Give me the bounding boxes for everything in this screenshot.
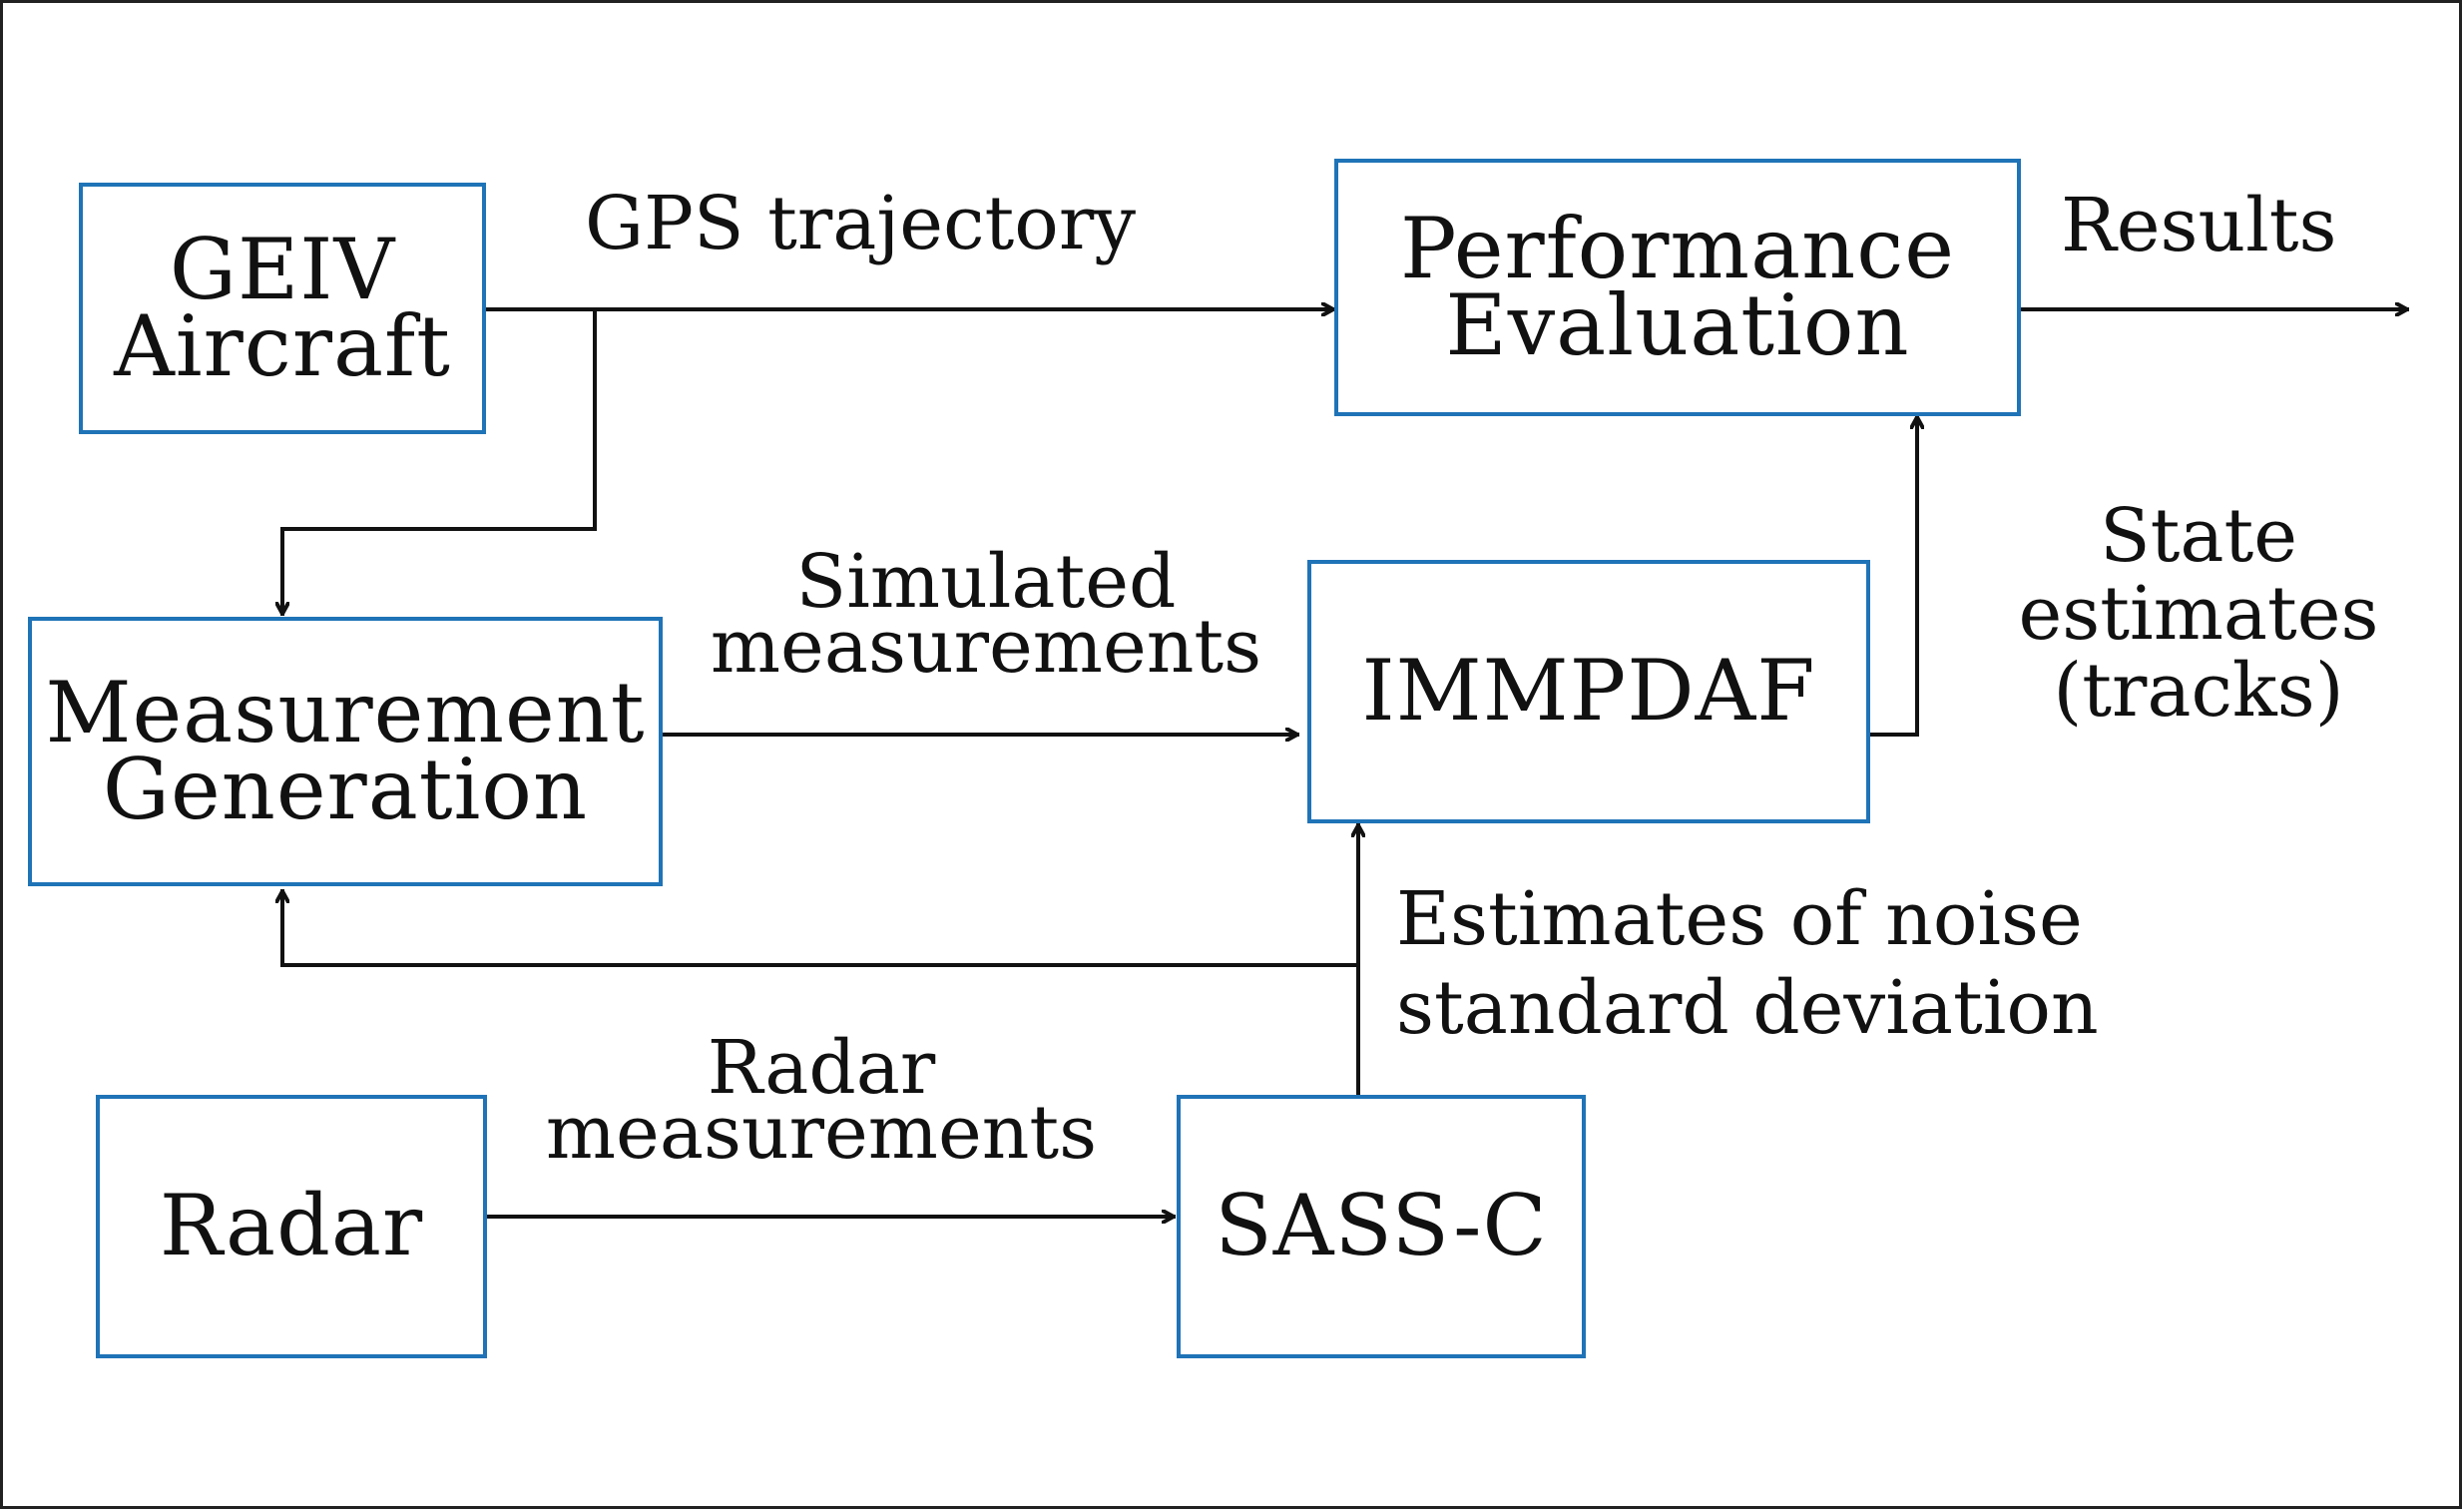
node-radar: Radar bbox=[96, 1095, 487, 1358]
label-gps-trajectory: GPS trajectory bbox=[585, 187, 1136, 260]
label-results-text: Results bbox=[2061, 183, 2337, 268]
label-state-line3: (tracks) bbox=[2053, 648, 2344, 735]
label-noise-line2: standard deviation bbox=[1396, 964, 2099, 1051]
node-immpdaf-line1: IMMPDAF bbox=[1361, 642, 1816, 741]
label-state-line1: State bbox=[2099, 493, 2298, 579]
node-performance-line2: Evaluation bbox=[1445, 276, 1910, 374]
node-performance-line1: Performance bbox=[1399, 199, 1955, 297]
node-measurement-line2: Generation bbox=[102, 741, 589, 838]
label-state-estimates: State estimates (tracks) bbox=[1999, 493, 2398, 735]
label-gps-trajectory-text: GPS trajectory bbox=[585, 181, 1137, 266]
node-measurement-generation: Measurement Generation bbox=[28, 617, 663, 886]
node-immpdaf: IMMPDAF bbox=[1307, 560, 1870, 823]
label-noise-line1: Estimates of noise bbox=[1396, 876, 2083, 962]
label-state-line2: estimates bbox=[2018, 570, 2379, 657]
node-geiv-aircraft: GEIV Aircraft bbox=[79, 183, 486, 434]
node-measurement-line1: Measurement bbox=[45, 663, 646, 761]
label-radar-meas-line2: measurements bbox=[545, 1090, 1098, 1177]
node-geiv-aircraft-line2: Aircraft bbox=[114, 297, 451, 395]
label-simulated-line1: Simulated bbox=[795, 539, 1177, 625]
node-sass-c: SASS-C bbox=[1177, 1095, 1586, 1358]
label-radar-meas-line1: Radar bbox=[707, 1025, 936, 1111]
label-results: Results bbox=[2061, 189, 2337, 262]
node-radar-line1: Radar bbox=[159, 1177, 424, 1275]
label-simulated-measurements: Simulated measurements bbox=[692, 539, 1280, 691]
arrow-noise-to-measurement bbox=[282, 889, 1360, 967]
node-geiv-aircraft-line1: GEIV bbox=[169, 220, 396, 318]
node-sass-line1: SASS-C bbox=[1215, 1177, 1548, 1275]
label-simulated-line2: measurements bbox=[710, 604, 1262, 691]
arrow-state-estimates bbox=[1865, 415, 1917, 737]
node-performance-evaluation: Performance Evaluation bbox=[1334, 159, 2021, 416]
label-noise-estimates: Estimates of noise standard deviation bbox=[1396, 875, 2099, 1053]
label-radar-measurements: Radar measurements bbox=[522, 1025, 1121, 1177]
